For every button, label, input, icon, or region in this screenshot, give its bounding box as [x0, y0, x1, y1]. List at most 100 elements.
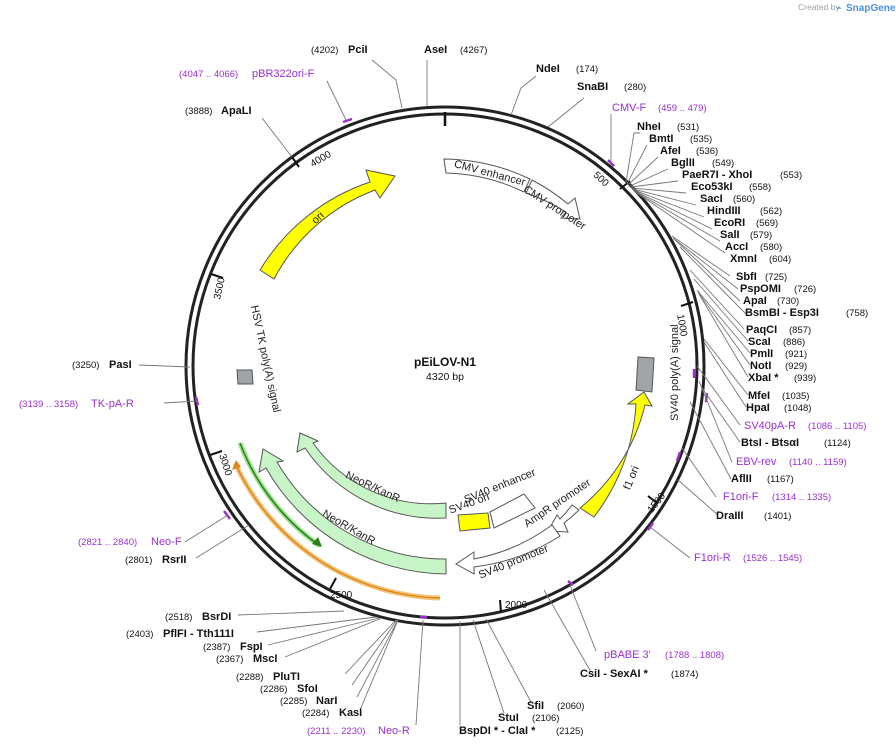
enzyme-pos-pspomi: (726) [794, 284, 816, 295]
enzyme-pos-fspi: (2387) [203, 642, 230, 653]
enzyme-mfei[interactable]: MfeI [748, 390, 770, 402]
enzyme-rsrii[interactable]: RsrII [162, 554, 186, 566]
primer-tk-pa-r[interactable]: TK-pA-R [91, 398, 134, 410]
sv40-promoter-feature [455, 524, 561, 575]
enzyme-pos-nari: (2285) [280, 696, 307, 707]
enzyme-nari[interactable]: NarI [316, 695, 337, 707]
enzyme-pos-pcii: (4202) [311, 45, 338, 56]
enzyme-snabi[interactable]: SnaBI [577, 81, 608, 93]
primer-sv40pa-r[interactable]: SV40pA-R [744, 420, 796, 432]
cmv-promoter-feature [525, 179, 581, 220]
enzyme-pos-apali: (3888) [185, 106, 212, 117]
primer-pbabe-3[interactable]: pBABE 3' [604, 649, 651, 661]
enzyme-xmni[interactable]: XmnI [730, 253, 757, 265]
sv40-polya-feature [635, 356, 655, 393]
enzyme-bglii[interactable]: BglII [671, 157, 695, 169]
enzyme-apali[interactable]: ApaLI [221, 105, 252, 117]
enzyme-stui[interactable]: StuI [498, 712, 519, 724]
enzyme-pos-bglii: (549) [712, 158, 734, 169]
enzyme-sali[interactable]: SalI [720, 229, 740, 241]
tick-label-2000: 2000 [505, 600, 528, 611]
sv40-ori-feature [457, 512, 491, 532]
enzyme-csii-sexai[interactable]: CsiI - SexAI * [580, 668, 649, 680]
primer-ebv-rev[interactable]: EBV-rev [736, 456, 777, 468]
enzyme-paqci[interactable]: PaqCI [746, 324, 777, 336]
enzyme-pos-bspdi-clai: (2125) [556, 726, 583, 737]
enzyme-pos-bsrdi: (2518) [165, 612, 192, 623]
green-primer-arrow [239, 442, 321, 547]
hsv-tk-polya-feature [236, 369, 254, 385]
enzyme-pluti[interactable]: PluTI [273, 671, 300, 683]
enzyme-pos-aflii: (1167) [767, 474, 794, 485]
enzyme-nhei[interactable]: NheI [637, 121, 661, 133]
leader-lines [138, 59, 751, 726]
enzyme-bmti[interactable]: BmtI [649, 133, 673, 145]
enzyme-apai[interactable]: ApaI [743, 295, 767, 307]
primer-f1ori-r[interactable]: F1ori-R [694, 552, 731, 564]
enzyme-pos-csii-sexai: (1874) [671, 669, 698, 680]
enzyme-bsmbi-esp3i[interactable]: BsmBI - Esp3I [745, 307, 819, 319]
orange-primer-arrowhead [232, 460, 241, 470]
enzyme-pmli[interactable]: PmlI [750, 348, 773, 360]
enzyme-pos-sfii: (2060) [557, 701, 584, 712]
enzyme-msci[interactable]: MscI [253, 653, 277, 665]
enzyme-ecori[interactable]: EcoRI [714, 217, 745, 229]
enzyme-kasi[interactable]: KasI [339, 707, 362, 719]
enzyme-pos-ndei: (174) [576, 64, 598, 75]
enzyme-hpai[interactable]: HpaI [746, 402, 770, 414]
enzyme-aflii[interactable]: AflII [731, 473, 752, 485]
enzyme-sbfi[interactable]: SbfI [736, 271, 757, 283]
enzyme-fspi[interactable]: FspI [240, 641, 263, 653]
enzyme-draiii[interactable]: DraIII [716, 510, 744, 522]
enzyme-bspdi-clai[interactable]: BspDI * - ClaI * [459, 725, 536, 737]
hsv-tk-polya-label: HSV TK poly(A) signal [248, 304, 282, 413]
enzyme-bsrdi[interactable]: BsrDI [202, 611, 231, 623]
f1-ori-label: f1 ori [622, 464, 642, 491]
enzyme-pos-draiii: (1401) [764, 511, 791, 522]
enzyme-acci[interactable]: AccI [725, 241, 748, 253]
plasmid-size: 4320 bp [426, 371, 464, 383]
enzyme-pos-afei: (536) [696, 146, 718, 157]
primer-neo-f[interactable]: Neo-F [151, 536, 182, 548]
enzyme-pos-sbfi: (725) [765, 272, 787, 283]
primer-f1ori-f[interactable]: F1ori-F [723, 491, 759, 503]
primer-pos-pbr322ori-f: (4047 .. 4066) [179, 69, 238, 80]
cmv-promoter-label: CMV promoter [521, 184, 588, 233]
primer-cmv-f[interactable]: CMV-F [612, 102, 647, 114]
enzyme-pflfi-tth111i[interactable]: PflFI - Tth111I [163, 628, 234, 640]
enzyme-ndei[interactable]: NdeI [536, 63, 560, 75]
enzyme-pos-hpai: (1048) [784, 403, 811, 414]
primer-neo-r[interactable]: Neo-R [378, 725, 410, 737]
ori-feature [259, 169, 396, 280]
enzyme-afei[interactable]: AfeI [660, 145, 681, 157]
enzyme-scai[interactable]: ScaI [748, 336, 771, 348]
enzyme-sfoi[interactable]: SfoI [297, 683, 318, 695]
enzyme-pos-asei: (4267) [460, 45, 487, 56]
enzyme-asei[interactable]: AseI [424, 44, 447, 56]
enzyme-pspomi[interactable]: PspOMI [740, 283, 781, 295]
watermark-created-by: Created by [798, 2, 840, 12]
primer-pbr322ori-f[interactable]: pBR322ori-F [252, 68, 315, 80]
enzyme-noti[interactable]: NotI [750, 360, 771, 372]
enzyme-pos-sfoi: (2286) [260, 684, 287, 695]
primer-pos-cmv-f: (459 .. 479) [658, 103, 707, 114]
enzyme-pos-ecori: (569) [756, 218, 778, 229]
enzyme-pos-nhei: (531) [677, 122, 699, 133]
enzyme-paer7i-xhoi[interactable]: PaeR7I - XhoI [682, 169, 752, 181]
enzyme-pos-bsmbi-esp3i: (758) [846, 308, 868, 319]
enzyme-pos-paer7i-xhoi: (553) [780, 170, 802, 181]
enzyme-pos-mfei: (1035) [782, 391, 809, 402]
size-ticks [209, 156, 694, 613]
enzyme-eco53ki[interactable]: Eco53kI [691, 181, 733, 193]
enzyme-pasi[interactable]: PasI [109, 359, 132, 371]
enzyme-hindiii[interactable]: HindIII [707, 205, 741, 217]
enzyme-saci[interactable]: SacI [700, 193, 723, 205]
enzyme-pcii[interactable]: PciI [348, 44, 368, 56]
watermark-brand: SnapGene [846, 3, 896, 14]
enzyme-xbai[interactable]: XbaI * [748, 372, 779, 384]
enzyme-sfii[interactable]: SfiI [527, 700, 544, 712]
enzyme-btsi-btsai[interactable]: BtsI - BtsαI [741, 437, 799, 449]
cmv-enhancer-feature [443, 158, 531, 193]
enzyme-pos-bmti: (535) [690, 134, 712, 145]
